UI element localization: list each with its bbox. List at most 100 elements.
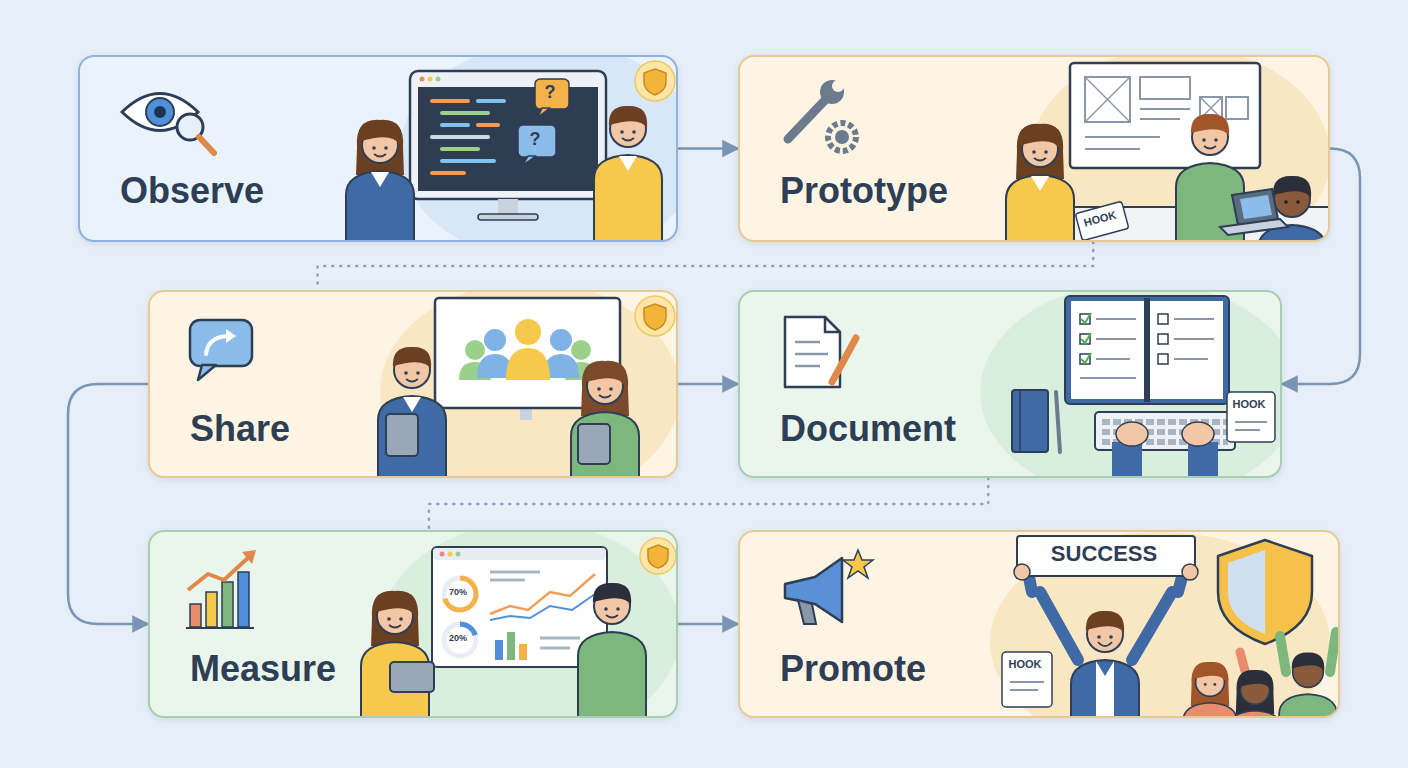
illustration-part xyxy=(1002,652,1052,707)
illustration-part xyxy=(356,120,404,175)
illustration-part xyxy=(440,159,496,163)
illustration-part xyxy=(1085,77,1130,122)
illustration-part xyxy=(519,644,527,660)
man-figure xyxy=(1279,652,1337,718)
illustration-part xyxy=(1158,314,1168,324)
shield-badge xyxy=(635,61,675,101)
illustration-part xyxy=(436,77,441,82)
illustration-part xyxy=(478,214,538,220)
man-figure xyxy=(578,583,646,718)
illustration-part xyxy=(371,172,389,187)
illustration-part xyxy=(410,71,606,199)
illustration-part xyxy=(1214,138,1218,142)
illustration-part xyxy=(798,600,816,624)
illustration-part xyxy=(1292,652,1325,671)
illustration-part xyxy=(1191,114,1229,136)
illustration-part xyxy=(1070,63,1260,168)
illustration-part xyxy=(371,591,419,646)
megaphone-icon xyxy=(785,550,873,624)
hook-card xyxy=(1075,201,1129,240)
illustration-part xyxy=(1183,703,1237,718)
document-icon xyxy=(785,317,856,387)
illustration-part xyxy=(490,574,595,614)
illustration-part xyxy=(1085,148,1140,150)
illustration-part xyxy=(444,624,476,656)
man-figure xyxy=(1071,611,1139,718)
illustration-part xyxy=(190,604,201,627)
illustration-part xyxy=(1096,318,1136,320)
illustration-part xyxy=(403,397,421,412)
illustration-part xyxy=(400,57,678,242)
illustration-part xyxy=(428,77,433,82)
illustration-part xyxy=(640,538,676,574)
illustration-part xyxy=(1195,664,1226,682)
shield-badge xyxy=(640,538,676,574)
flow-arrow xyxy=(678,147,738,150)
illustration-part xyxy=(380,532,678,718)
illustration-part xyxy=(622,138,634,141)
woman-figure xyxy=(361,591,429,718)
illustration-part xyxy=(198,365,216,380)
illustration-part xyxy=(632,130,636,134)
illustration-part xyxy=(476,123,500,127)
illustration-part xyxy=(1081,333,1091,343)
promote-illustration xyxy=(740,532,1340,718)
illustration-part xyxy=(456,552,461,557)
illustration-part xyxy=(506,348,550,380)
illustration-part xyxy=(1010,681,1044,683)
shield-badge xyxy=(635,296,675,336)
illustration-part xyxy=(535,79,569,109)
illustration-part xyxy=(795,365,820,368)
illustration-part xyxy=(1102,419,1228,425)
step-title: Document xyxy=(780,407,956,450)
illustration-part xyxy=(1071,660,1139,718)
illustration-part xyxy=(1226,97,1248,119)
illustration-part xyxy=(1182,422,1214,446)
illustration-part xyxy=(399,617,403,621)
success-banner xyxy=(1014,536,1198,592)
arm xyxy=(1132,592,1172,660)
observe-illustration xyxy=(80,57,678,242)
illustration-part xyxy=(1098,642,1112,646)
illustration-part xyxy=(1204,146,1216,149)
illustration-part xyxy=(586,363,624,385)
illustration-part xyxy=(1191,662,1229,706)
illustration-part xyxy=(430,171,466,175)
document-illustration xyxy=(740,292,1282,478)
illustration-part xyxy=(515,319,541,345)
illustration-part xyxy=(376,593,414,615)
illustration-part xyxy=(1019,390,1021,452)
step-title: Prototype xyxy=(780,169,948,212)
illustration-part xyxy=(226,329,236,343)
illustration-part xyxy=(1227,392,1275,442)
illustration-part xyxy=(242,550,256,564)
illustration-part xyxy=(1220,219,1288,235)
illustration-part xyxy=(495,640,503,660)
illustration-part xyxy=(648,545,668,568)
dotted-link xyxy=(429,478,988,530)
illustration-part xyxy=(1071,301,1145,399)
step-title: Share xyxy=(190,407,290,450)
illustration-part xyxy=(1158,334,1168,344)
illustration-part xyxy=(540,637,580,640)
step-box: Document xyxy=(738,290,1282,478)
illustration-part xyxy=(1080,334,1090,344)
illustration-part xyxy=(828,123,856,151)
notebook xyxy=(1065,296,1229,404)
step-box: Measure xyxy=(148,530,678,718)
illustration-part xyxy=(1080,314,1090,324)
man-figure xyxy=(1176,114,1244,242)
illustration-part xyxy=(384,146,388,150)
illustration-part xyxy=(416,371,420,375)
illustration-part xyxy=(635,296,675,336)
illustration-part xyxy=(616,607,620,611)
illustration-part xyxy=(1031,176,1049,191)
illustration-part xyxy=(1273,176,1311,198)
illustration-part xyxy=(1010,689,1038,691)
step-box: Prototype xyxy=(738,55,1330,242)
illustration-part xyxy=(433,548,606,560)
illustration-part xyxy=(609,106,647,128)
hook-card xyxy=(1227,392,1275,442)
illustration-part xyxy=(1140,118,1180,120)
